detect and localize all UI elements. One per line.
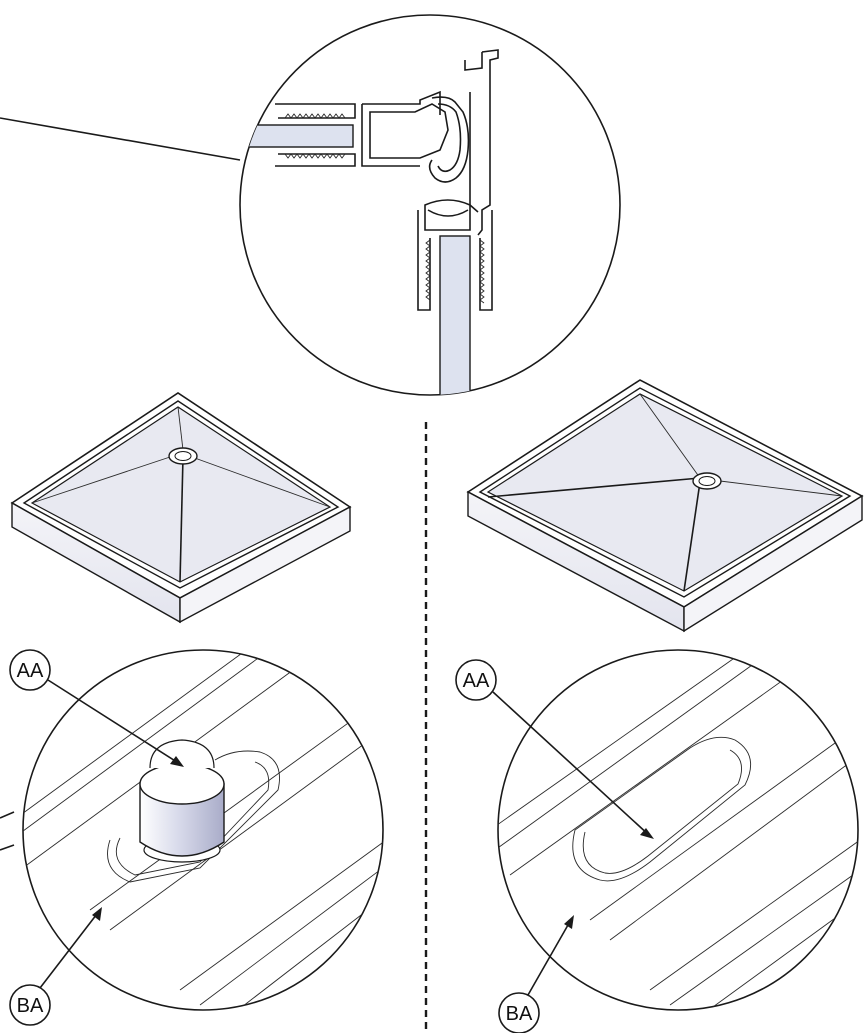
profile-detail-view (0, 14, 621, 396)
vertical-glass-panel (439, 235, 471, 395)
tray-single-slope (10, 392, 352, 624)
detail-with-plug (0, 649, 384, 1011)
lower-connector (424, 199, 471, 231)
callout-label: BA (506, 1003, 533, 1025)
callout-aa-left: AA (9, 649, 184, 767)
vertical-clamp (417, 210, 493, 311)
horizontal-clamp (275, 103, 356, 167)
callout-aa-right: AA (455, 659, 654, 839)
detail-circle-right (497, 649, 859, 1011)
callout-label: BA (17, 995, 44, 1017)
vertical-upright (469, 49, 499, 236)
horizontal-glass-panel (240, 124, 354, 148)
callout-ba-right: BA (498, 915, 574, 1033)
callout-ba-left: BA (9, 907, 102, 1026)
detail-circle-left (22, 649, 384, 1011)
detail-leader-line (0, 117, 241, 161)
detail-circle (239, 14, 621, 396)
callout-label: AA (463, 670, 490, 692)
tray-four-slope (466, 379, 864, 633)
callout-label: AA (17, 660, 44, 682)
corner-connector (361, 90, 441, 167)
profile-section (240, 49, 499, 395)
connector-cavity (369, 103, 449, 159)
detail-without-plug (497, 649, 859, 1011)
slot-outline (572, 736, 752, 882)
seal-hook (428, 96, 470, 183)
